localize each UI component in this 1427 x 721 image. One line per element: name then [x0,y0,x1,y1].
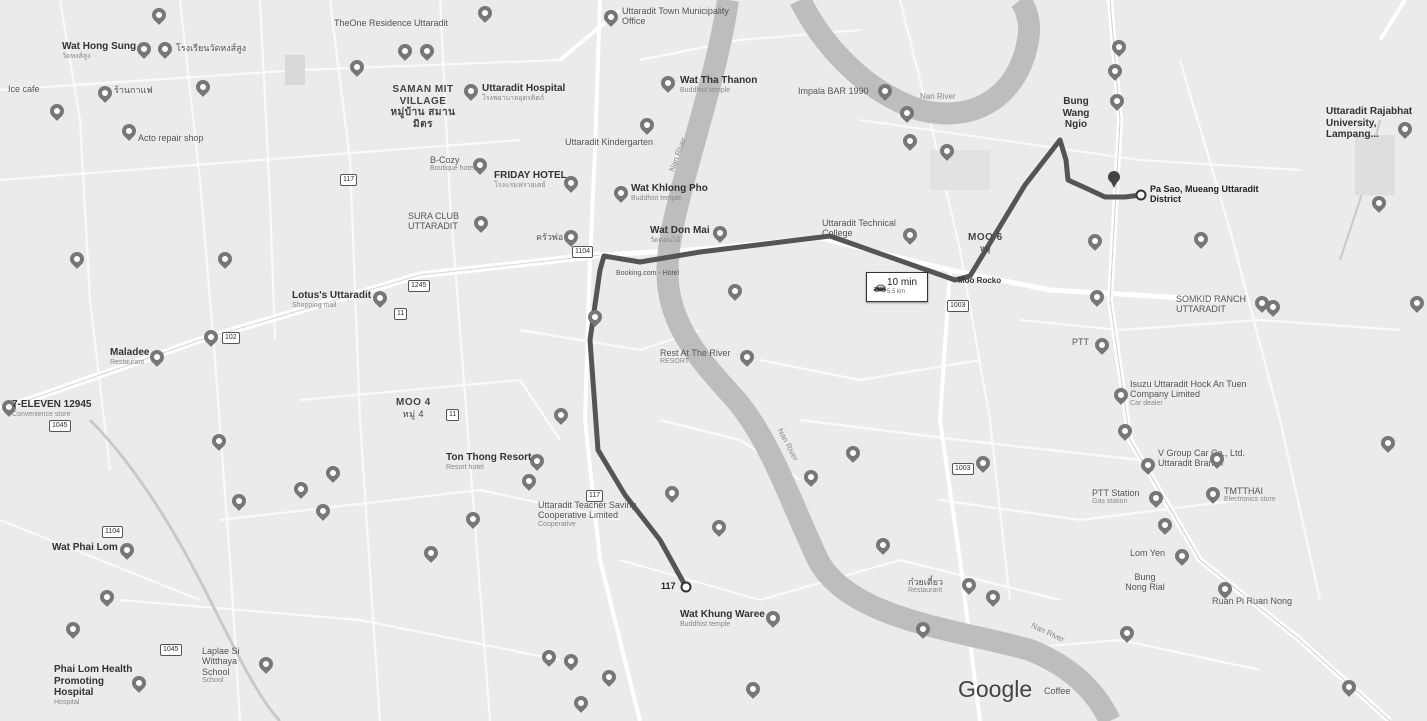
place-label[interactable]: Uttaradit Teacher Saving Cooperative Lim… [538,500,637,528]
place-label[interactable]: Booking.com - Hotel [616,270,680,277]
place-label[interactable]: Wat Phai Lom [52,542,118,553]
road-shield: 11 [446,409,460,421]
road-shield: 1104 [102,526,124,538]
area-label-moo4: MOO 4 หมู่ 4 [396,397,431,419]
road-shield: 117 [340,174,358,186]
place-label[interactable]: ร้านกาแฟ [114,85,153,95]
route-duration: 10 min [887,277,918,288]
road-shield: 11 [394,308,408,320]
road-shield: 117 [586,490,604,502]
route-end-marker[interactable] [1135,189,1147,201]
google-logo: Google [958,676,1033,702]
route-distance: 5.5 km [887,289,906,295]
place-label[interactable]: SURA CLUB UTTARADIT [408,211,460,232]
place-label[interactable]: V Group Car Co., Ltd. Uttaradit Branch [1158,448,1246,469]
area-label-saman-mit: SAMAN MIT VILLAGE หมู่บ้าน สมานมิตร [390,84,456,130]
place-label[interactable]: โรงเรียนวัดหงส์สูง [176,43,247,53]
place-label[interactable]: Uttaradit Rajabhat University, Lampang..… [1326,106,1413,140]
place-label[interactable]: PTT [1072,337,1089,347]
road-shield: 1045 [160,644,182,656]
place-label[interactable]: Lom Yen [1130,548,1166,558]
route-start-label: 117 [661,581,676,591]
road-shield: 1045 [49,420,71,432]
road-shield: 1003 [952,463,974,475]
nan-river-bend [790,0,1040,125]
road-shield: 1003 [947,300,969,312]
place-label[interactable]: Acto repair shop [138,133,204,143]
place-label[interactable]: TheOne Residence Uttaradit [334,18,449,28]
car-icon: 🚗 [873,281,887,293]
place-label[interactable]: Ruan Pi Ruan Nong [1212,596,1293,606]
place-label[interactable]: Moo Rocko [958,276,1002,285]
destination-label[interactable]: Pa Sao, Mueang Uttaradit District [1150,184,1259,205]
place-label[interactable]: ครัวพ่อ [536,232,564,242]
place-label[interactable]: Ice cafe [8,84,40,94]
place-label[interactable]: Uttaradit Town Municipality Office [622,6,729,27]
road-shield: 102 [222,332,240,344]
place-label[interactable]: SOMKID RANCH UTTARADIT [1176,294,1247,315]
place-label[interactable]: Uttaradit Technical College [822,218,896,239]
route-start-marker[interactable] [680,581,692,593]
road-shield: 1245 [408,280,430,292]
road-shield: 1104 [572,246,594,258]
river-label-1: Nan River [920,92,956,101]
place-label[interactable]: Bung Wang Ngio [1062,96,1090,130]
route-time-bubble[interactable]: 🚗 10 min 5.5 km [866,272,928,302]
place-label[interactable]: Impala BAR 1990 [798,86,869,96]
place-label[interactable]: Coffee [1044,686,1071,696]
area-label-moo6: MOO 6 หมู่ [968,232,1003,253]
place-label[interactable]: Bung Nong Rial [1125,572,1165,593]
nan-river [656,0,1120,721]
place-label[interactable]: Isuzu Uttaradit Hock An Tuen Company Lim… [1130,379,1247,407]
place-label[interactable]: Uttaradit Kindergarten [565,137,654,147]
destination-pin-icon[interactable] [1108,171,1120,188]
route-path[interactable] [587,137,1142,589]
